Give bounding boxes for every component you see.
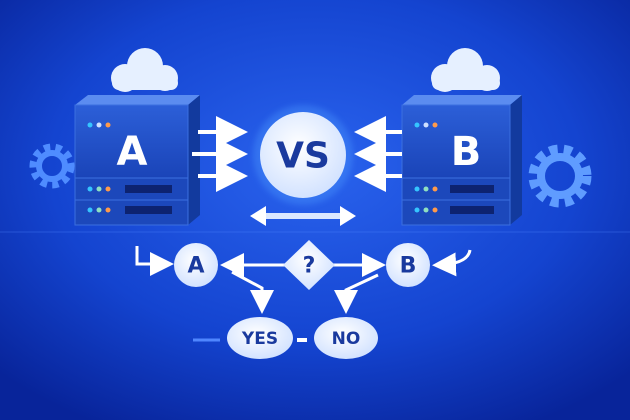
server-a: A <box>74 95 200 226</box>
yes-no-separator <box>297 338 307 342</box>
server-b-label: B <box>451 129 482 175</box>
vs-circle <box>260 112 346 198</box>
flow-node-b <box>386 243 430 287</box>
double-arrow-icon <box>250 206 356 226</box>
arrows-a-to-vs <box>192 116 248 192</box>
no-node <box>314 317 378 359</box>
flow-node-a <box>174 243 218 287</box>
yes-label: YES <box>241 329 278 349</box>
flow-node-a-label: A <box>187 254 204 279</box>
server-a-label: A <box>117 129 148 175</box>
arrows-b-to-vs <box>354 116 402 192</box>
flow-arrows <box>135 246 472 314</box>
flow-node-b-label: B <box>400 254 417 279</box>
decision-label: ? <box>303 254 316 279</box>
cloud-icon <box>111 48 178 92</box>
vs-label: VS <box>276 136 330 177</box>
cloud-icon <box>431 48 500 92</box>
gear-icon <box>29 143 75 189</box>
server-b: B <box>401 95 522 226</box>
yes-node <box>227 317 293 359</box>
no-label: NO <box>332 329 361 349</box>
gear-icon <box>528 144 592 208</box>
decision-diamond <box>283 240 335 290</box>
